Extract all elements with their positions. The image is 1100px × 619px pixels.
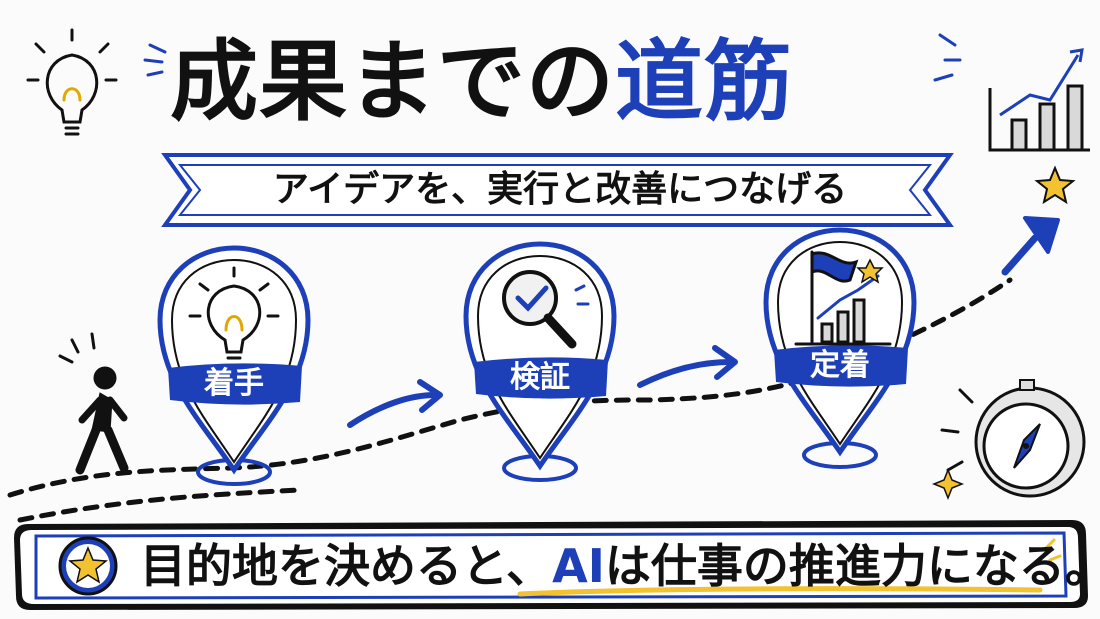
magnifier-check-icon bbox=[502, 270, 590, 349]
label-brush-1 bbox=[168, 363, 302, 405]
ribbon-banner bbox=[161, 153, 954, 227]
footer-part-2: は仕事の推進力になる。 bbox=[604, 539, 1100, 593]
footer-message: 目的地を決めると、AIは仕事の推進力になる。 bbox=[140, 532, 1100, 600]
growth-chart-icon bbox=[988, 48, 1090, 152]
arrow-right-icon bbox=[347, 379, 443, 428]
lightbulb-icon bbox=[188, 266, 280, 360]
page-title: 成果までの道筋 bbox=[170, 22, 930, 142]
star-icon bbox=[1034, 165, 1076, 205]
walking-person-icon bbox=[58, 332, 129, 475]
step-label-3: 定着 bbox=[810, 348, 870, 383]
arrow-right-icon bbox=[637, 345, 738, 388]
compass-icon bbox=[940, 379, 1086, 498]
star-badge-icon bbox=[58, 536, 118, 596]
underline-stroke bbox=[517, 586, 1043, 597]
label-brush-3 bbox=[774, 345, 908, 387]
title-black: 成果までの bbox=[170, 30, 616, 133]
spark-lines-icon bbox=[1044, 538, 1062, 562]
footer-part-1: 目的地を決めると、 bbox=[140, 539, 553, 593]
lightbulb-icon bbox=[26, 28, 118, 136]
title-blue: 道筋 bbox=[615, 30, 794, 133]
step-label-1: 着手 bbox=[204, 366, 264, 401]
sparkle-icon bbox=[931, 467, 965, 501]
dashed-road-lower bbox=[17, 487, 303, 523]
arrow-up-right-icon bbox=[1001, 216, 1060, 276]
label-brush-2 bbox=[474, 357, 608, 399]
flag-growth-chart-icon bbox=[794, 250, 892, 346]
footer-ai: AI bbox=[552, 539, 605, 593]
step-label-2: 検証 bbox=[510, 360, 570, 395]
spark-lines-icon bbox=[143, 33, 962, 82]
subtitle: アイデアを、実行と改善につなげる bbox=[272, 169, 848, 210]
